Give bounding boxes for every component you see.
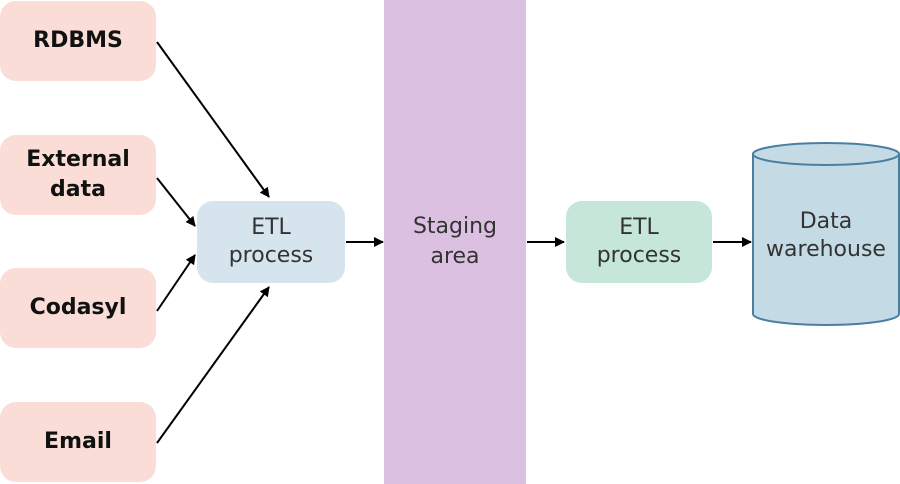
data-warehouse-cylinder [752,142,900,326]
source-rdbms: RDBMS [0,1,156,81]
etl-process-first-label: ETL process [228,215,314,268]
arrow-external-data-to-etl [156,177,196,227]
etl-process-second: ETL process [566,201,712,283]
source-codasyl-label: Codasyl [29,295,127,320]
arrow-codasyl-to-etl [156,254,196,312]
staging-area: Staging area [384,0,526,484]
source-email: Email [0,402,156,482]
source-external-data-label: External data [26,147,130,202]
etl-process-first: ETL process [197,201,345,283]
source-external-data: External data [0,135,156,215]
source-codasyl: Codasyl [0,268,156,348]
source-email-label: Email [44,429,112,454]
source-rdbms-label: RDBMS [33,28,123,53]
data-warehouse-label: Data warehouse [766,209,886,262]
arrow-rdbms-to-etl [156,41,270,198]
arrow-email-to-etl [156,286,270,444]
etl-process-second-label: ETL process [596,215,682,268]
staging-area-label: Staging area [412,214,498,269]
